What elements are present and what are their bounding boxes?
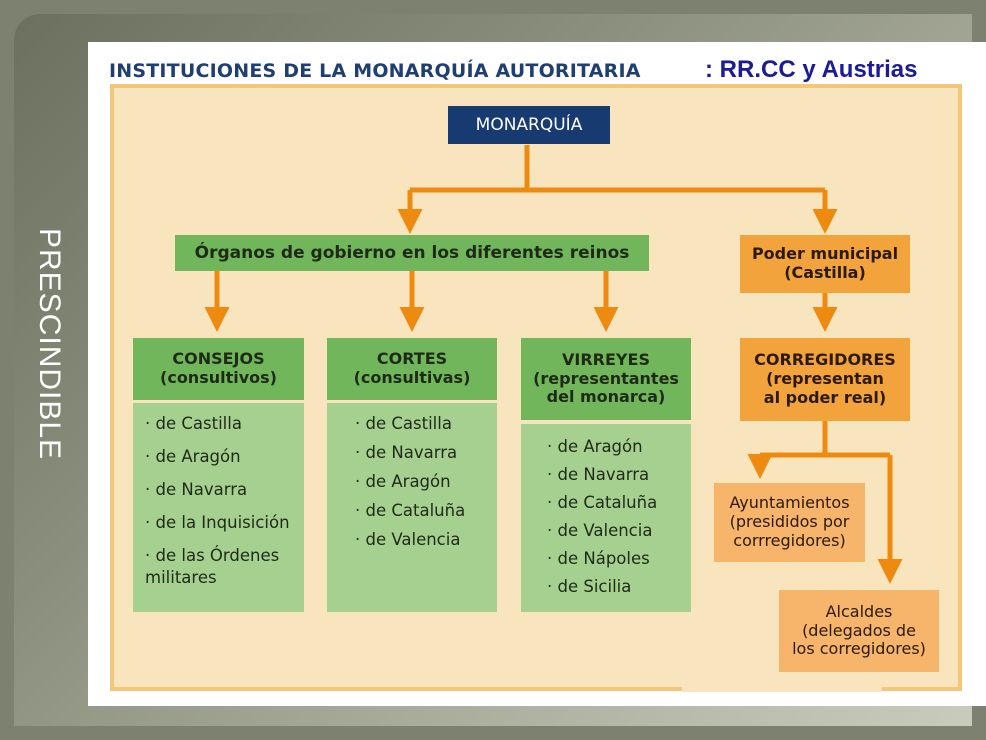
node-cortes: CORTES (consultivas) — [327, 338, 497, 400]
list-item: de Navarra — [355, 442, 491, 464]
list-item: de Valencia — [355, 529, 491, 551]
diagram-title: INSTITUCIONES DE LA MONARQUÍA AUTORITARI… — [109, 60, 641, 82]
list-item: de Navarra — [547, 464, 685, 486]
list-item: de Nápoles — [547, 548, 685, 570]
list-item: de Aragón — [355, 471, 491, 493]
list-item: de Cataluña — [355, 500, 491, 522]
list-cortes: de Castilla de Navarra de Aragón de Cata… — [327, 403, 497, 612]
node-poder-municipal: Poder municipal (Castilla) — [740, 235, 910, 293]
list-item: de Navarra — [145, 479, 298, 501]
list-item: de Sicilia — [547, 576, 685, 598]
node-ayuntamientos: Ayuntamientos (presididos por corrregido… — [714, 483, 865, 562]
list-item: de Aragón — [145, 446, 298, 468]
node-consejos: CONSEJOS (consultivos) — [133, 338, 304, 400]
side-label: PRESCINDIBLE — [33, 228, 66, 461]
node-alcaldes: Alcaldes (delegados de los corregidores) — [779, 590, 939, 672]
list-consejos: de Castilla de Aragón de Navarra de la I… — [133, 403, 304, 612]
diagram-subtitle: : RR.CC y Austrias — [705, 56, 918, 83]
list-item: de Cataluña — [547, 492, 685, 514]
list-item: de Valencia — [547, 520, 685, 542]
node-organos-de-gobierno: Órganos de gobierno en los diferentes re… — [175, 235, 649, 271]
frame-gap — [682, 686, 882, 692]
list-item: de Castilla — [145, 413, 298, 435]
list-item: de la Inquisición — [145, 512, 298, 534]
list-virreyes: de Aragón de Navarra de Cataluña de Vale… — [521, 424, 691, 612]
node-monarquia: MONARQUÍA — [448, 106, 610, 144]
node-virreyes: VIRREYES (representantes del monarca) — [521, 338, 691, 420]
node-corregidores: CORREGIDORES (representan al poder real) — [740, 338, 910, 421]
list-item: de las Órdenes militares — [145, 545, 285, 589]
list-item: de Castilla — [355, 413, 491, 435]
list-item: de Aragón — [547, 436, 685, 458]
